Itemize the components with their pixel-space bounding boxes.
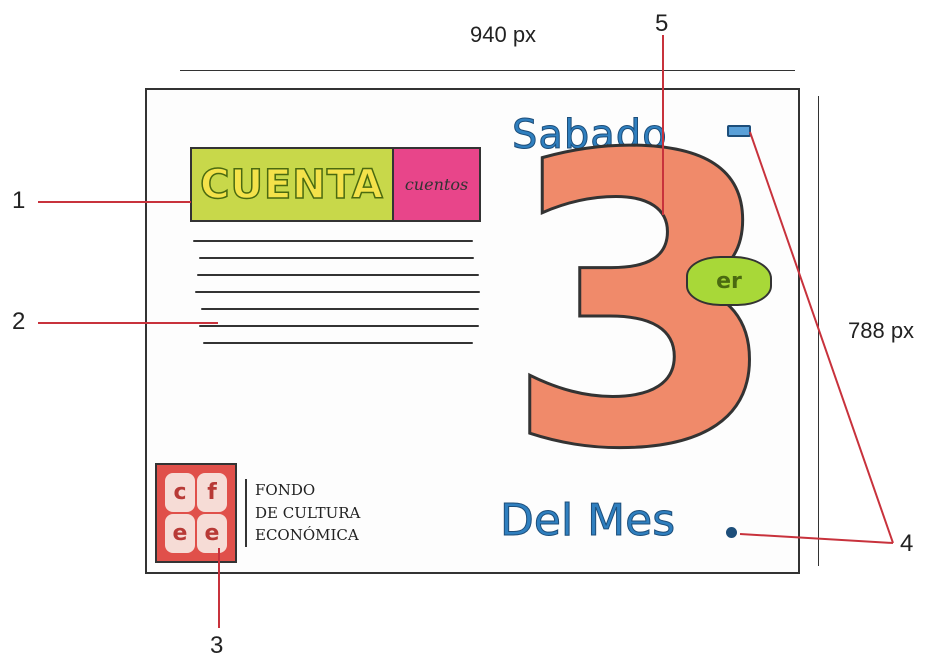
callout-line-3 [218,548,220,628]
height-label: 788 px [848,318,915,343]
text-line [199,257,474,259]
day-top-text: Sabado [512,112,668,159]
text-line [203,342,473,344]
width-dimension-line [180,70,795,71]
text-line [199,325,479,327]
logo-line: DE CULTURA [255,503,361,522]
title-sub: cuentos [394,149,479,220]
logo-letter: e [165,514,195,553]
rectangle-indicator-icon [727,125,751,137]
logo-letter: c [165,473,195,512]
callout-line-1 [38,201,191,203]
text-line [197,274,479,276]
logo-line: FONDO [255,481,316,500]
title-main: CUENTA [192,149,394,220]
logo-letter: f [197,473,227,512]
text-line [193,240,473,242]
height-dimension-line [818,96,819,566]
callout-number-5: 5 [655,10,669,37]
dot-indicator-icon [726,527,737,538]
logo-mark: c f e e [155,463,237,563]
day-bottom-text: Del Mes [499,495,676,547]
logo-letter: e [197,514,227,553]
title-block: CUENTA cuentos [190,147,481,222]
logo: c f e e FONDO DE CULTURA ECONÓMICA [155,463,360,563]
ordinal-badge: er [686,256,772,306]
big-number: 3 [502,72,783,537]
callout-number-3: 3 [210,632,224,659]
text-line [195,291,480,293]
callout-line-2 [38,322,218,324]
logo-line: ECONÓMICA [255,526,359,545]
callout-number-2: 2 [12,308,26,335]
callout-number-1: 1 [12,187,26,214]
width-label: 940 px [470,22,537,47]
text-line [201,308,479,310]
text-lines-block [193,240,488,359]
logo-text: FONDO DE CULTURA ECONÓMICA [245,479,360,547]
callout-number-4: 4 [900,530,914,557]
